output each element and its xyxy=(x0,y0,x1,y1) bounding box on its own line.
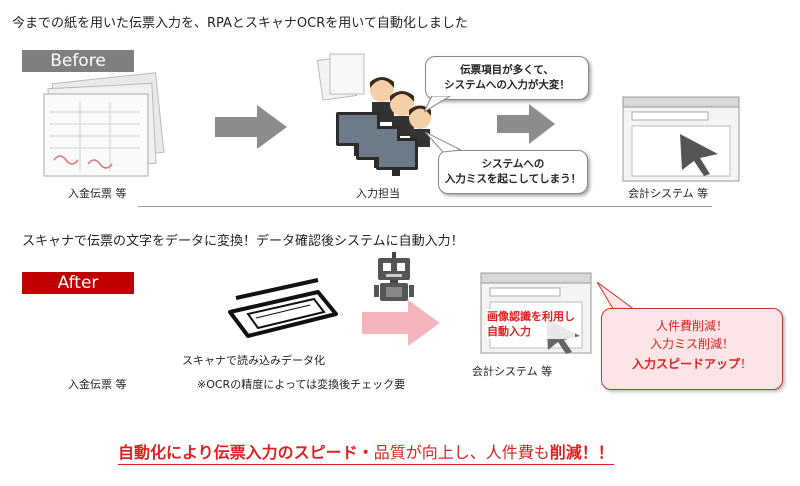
image-recognition-line: 画像認識を利用し xyxy=(487,310,575,323)
speech-bubble-workload: 伝票項目が多くて、 システムへの入力が大変！ xyxy=(425,56,589,100)
bubble-line: 伝票項目が多くて、 xyxy=(460,64,554,76)
robot-icon xyxy=(374,252,414,301)
before-system-label: 会計システム 等 xyxy=(628,187,709,200)
after-heading: スキャナで伝票の文字をデータに変換！データ確認後システムに自動入力！ xyxy=(22,234,464,249)
arrow-right-icon xyxy=(215,105,287,149)
image-recognition-line: 自動入力 xyxy=(487,325,531,338)
after-slip-label: 入金伝票 等 xyxy=(68,378,127,391)
paper-slips-icon xyxy=(43,72,165,177)
page-headline: 今までの紙を用いた伝票入力を、RPAとスキャナOCRを用いて自動化しました xyxy=(12,16,468,31)
operator-label: 入力担当 xyxy=(356,187,400,200)
benefit-exclaim: ！ xyxy=(740,357,753,371)
operators-icon xyxy=(316,53,431,176)
arrow-right-icon xyxy=(362,300,440,346)
benefit-speed: 入力スピードアップ xyxy=(631,357,740,371)
conclusion-part3: 削減！！ xyxy=(549,443,614,462)
accounting-system-window-icon xyxy=(622,96,740,182)
scanner-label: スキャナで読み込みデータ化 xyxy=(182,354,325,367)
benefit-bubble: 人件費削減！ 入力ミス削減！ 入力スピードアップ！ xyxy=(601,308,783,390)
conclusion-part1: 自動化により伝票入力のスピード・ xyxy=(118,443,374,462)
image-recognition-text: 画像認識を利用し 自動入力 xyxy=(487,309,575,339)
conclusion-part2: 品質が向上し、人件費も xyxy=(373,443,550,462)
before-slip-label: 入金伝票 等 xyxy=(68,187,127,200)
benefit-line: 入力ミス削減！ xyxy=(649,337,734,351)
section-divider xyxy=(138,206,712,207)
bubble-tail-icon xyxy=(425,132,461,153)
conclusion-text: 自動化により伝票入力のスピード・品質が向上し、人件費も削減！！ xyxy=(118,439,614,465)
scanner-icon xyxy=(228,278,338,338)
bubble-line: システムへの xyxy=(481,158,545,170)
bubble-tail-icon xyxy=(424,96,451,113)
arrow-right-icon xyxy=(497,104,555,144)
ocr-note: ※OCRの精度によっては変換後チェック要 xyxy=(197,378,406,391)
before-badge: Before xyxy=(22,50,134,72)
after-badge: After xyxy=(22,272,134,294)
speech-bubble-input-error: システムへの 入力ミスを起こしてしまう！ xyxy=(438,150,588,194)
bubble-line: システムへの入力が大変！ xyxy=(444,79,570,91)
benefit-line: 人件費削減！ xyxy=(655,319,728,333)
after-system-label: 会計システム 等 xyxy=(472,365,553,378)
bubble-line: 入力ミスを起こしてしまう！ xyxy=(444,173,582,185)
